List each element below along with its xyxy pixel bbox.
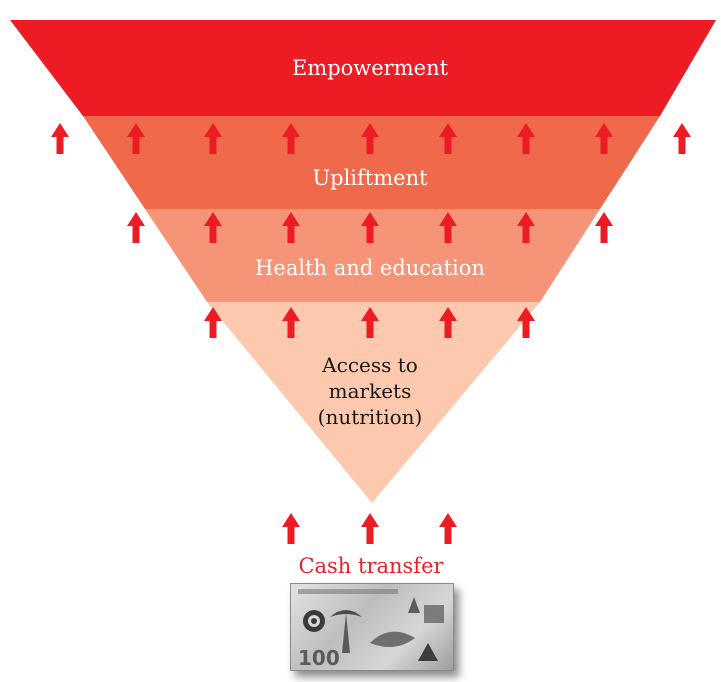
layer-label-line: (nutrition) [317,405,423,429]
up-arrow-icon [517,307,535,338]
banknote-image: 100 [290,583,454,671]
up-arrow-icon [361,513,379,544]
up-arrow-icon [439,307,457,338]
up-arrow-icon [204,307,222,338]
up-arrow-icon [282,212,300,243]
up-arrow-icon [282,307,300,338]
up-arrow-icon [361,212,379,243]
up-arrow-icon [439,123,457,154]
arrows-group [51,123,691,544]
layer-label-upliftment: Upliftment [312,166,428,190]
up-arrow-icon [517,123,535,154]
banknote-illustration: 100 [290,583,454,671]
up-arrow-icon [51,123,69,154]
layer-access-to-markets [207,302,540,503]
up-arrow-icon [439,513,457,544]
up-arrow-icon [595,212,613,243]
up-arrow-icon [127,123,145,154]
layer-health-education [145,209,600,302]
layer-upliftment [83,116,660,209]
up-arrow-icon [204,123,222,154]
banknote-denomination: 100 [298,646,340,670]
up-arrow-icon [282,513,300,544]
cash-transfer-label: Cash transfer [298,554,444,578]
layer-label-line: Access to [322,353,418,377]
layer-empowerment [10,20,716,116]
up-arrow-icon [673,123,691,154]
layer-label-health-education: Health and education [255,256,485,280]
up-arrow-icon [204,212,222,243]
up-arrow-icon [361,123,379,154]
up-arrow-icon [517,212,535,243]
up-arrow-icon [361,307,379,338]
layer-label-empowerment: Empowerment [291,56,449,80]
layer-label-line: markets [328,379,412,403]
up-arrow-icon [595,123,613,154]
up-arrow-icon [439,212,457,243]
layer-label-access-to-markets: Access to markets (nutrition) [270,352,470,430]
up-arrow-icon [127,212,145,243]
up-arrow-icon [282,123,300,154]
